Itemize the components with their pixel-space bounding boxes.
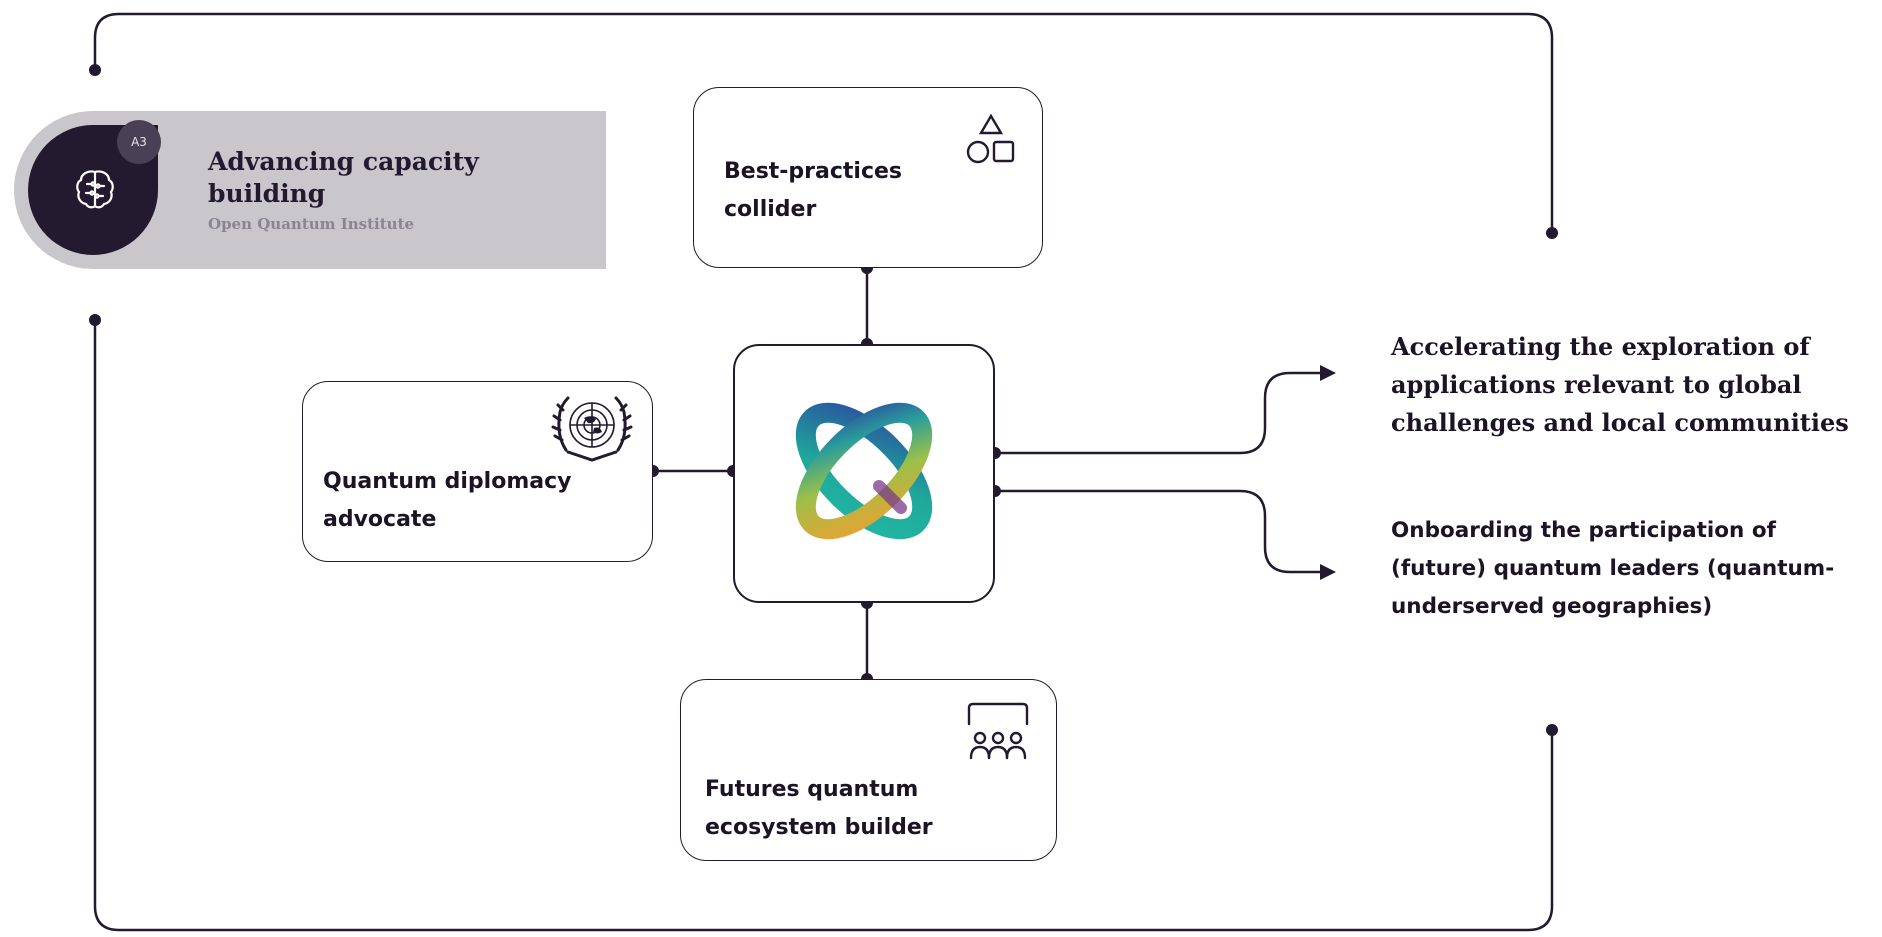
people-board-icon bbox=[967, 702, 1029, 760]
role-box-ecosystem bbox=[680, 679, 1057, 861]
role-box-diplomacy bbox=[302, 381, 653, 562]
un-emblem-icon bbox=[551, 396, 633, 462]
badge-label: A3 bbox=[117, 120, 161, 164]
page-subtitle: Open Quantum Institute bbox=[208, 215, 415, 233]
role-label-ecosystem: Futures quantum ecosystem builder bbox=[705, 777, 933, 840]
outcome-onboarding: Onboarding the participation of (future)… bbox=[1391, 518, 1835, 619]
brain-icon bbox=[76, 170, 114, 209]
center-logo-box bbox=[733, 344, 995, 603]
outcome-exploration: Accelerating the exploration of applicat… bbox=[1391, 332, 1849, 437]
oqi-logo-icon bbox=[795, 402, 933, 540]
role-label-diplomacy: Quantum diplomacy advocate bbox=[323, 469, 572, 532]
role-label-collider: Best-practices collider bbox=[724, 159, 903, 222]
role-box-collider bbox=[693, 87, 1043, 268]
page-title: Advancing capacity building bbox=[208, 147, 479, 208]
shapes-icon bbox=[966, 113, 1015, 164]
